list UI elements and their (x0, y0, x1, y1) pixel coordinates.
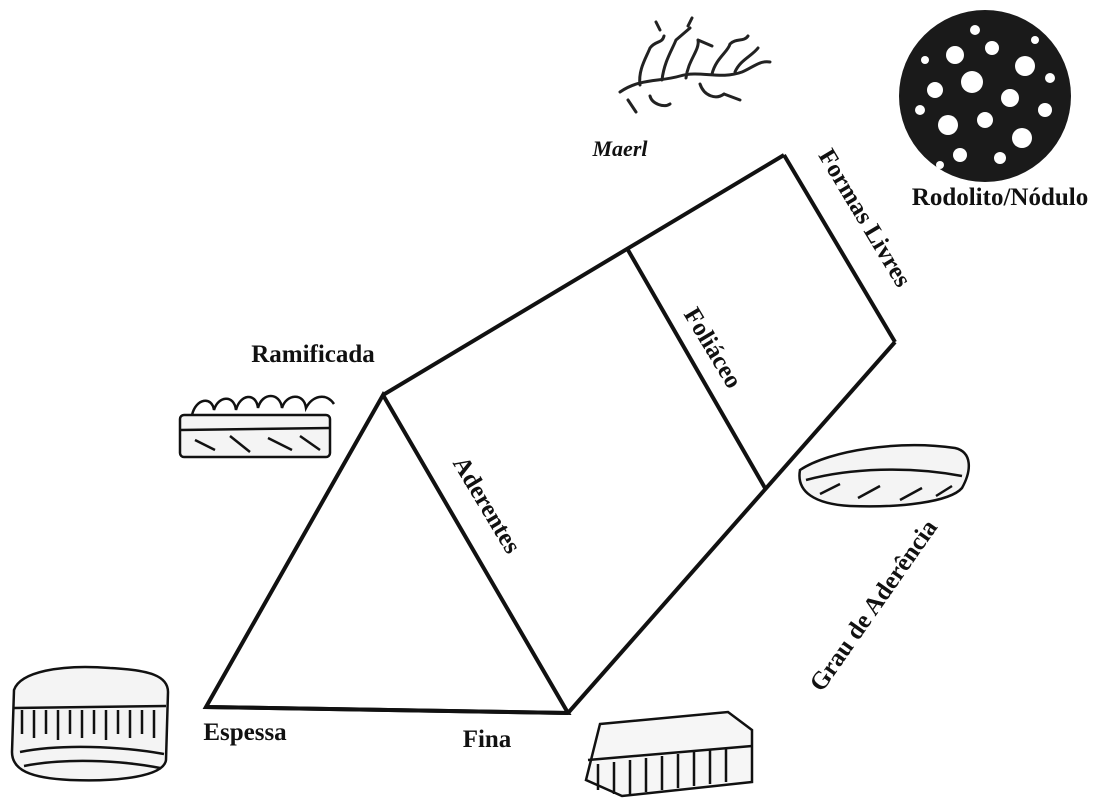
base-edge (206, 707, 568, 713)
maerl-label: Maerl (592, 136, 649, 161)
foliaceo-divider (628, 250, 765, 488)
foliaceo-label: Foliáceo (678, 303, 747, 393)
formas-livres-label: Formas Livres (813, 144, 917, 292)
rodolito-label: Rodolito/Nódulo (912, 184, 1088, 211)
ramificada-label: Ramificada (251, 341, 375, 368)
fina-label: Fina (463, 726, 512, 753)
ramificada-illustration (180, 396, 334, 457)
espessa-illustration (12, 667, 168, 780)
espessa-label: Espessa (203, 719, 287, 746)
foliaceo-illustration (799, 445, 968, 506)
grau-aderencia-label: Grau de Aderência (805, 515, 944, 697)
maerl-illustration (620, 18, 770, 112)
fina-illustration (586, 712, 752, 796)
aderentes-label: Aderentes (447, 452, 526, 559)
rodolito-illustration (899, 10, 1071, 182)
